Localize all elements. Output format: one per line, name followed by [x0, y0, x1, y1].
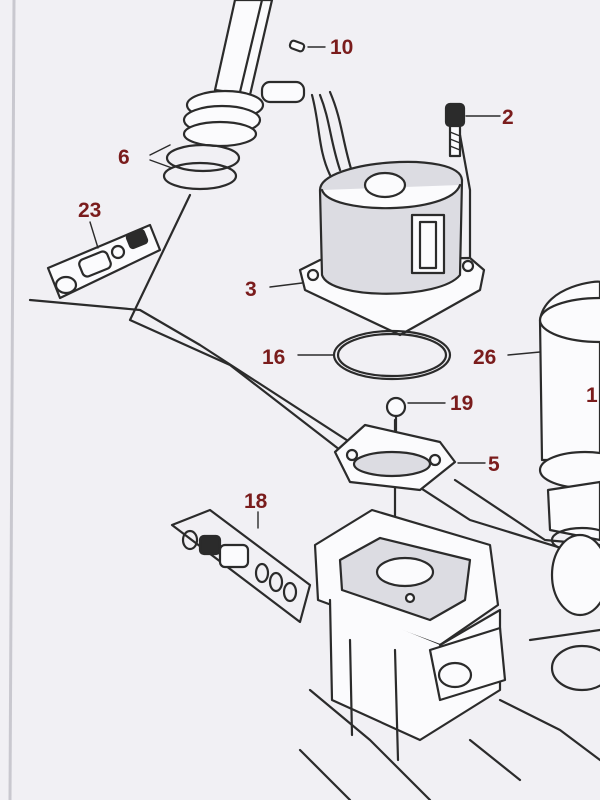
part-18-seal-kit — [170, 508, 312, 624]
part-label-26: 26 — [473, 346, 496, 369]
part-label-3: 3 — [245, 278, 257, 301]
part-label-18: 18 — [244, 490, 268, 513]
part-label-6: 6 — [118, 146, 130, 169]
part-2-bolt — [444, 102, 501, 158]
pump-housing — [298, 508, 600, 800]
part-26-cylinder — [507, 280, 600, 692]
part-label-1: 1 — [586, 384, 598, 407]
part-label-5: 5 — [488, 453, 500, 476]
part-number-labels: 10 2 6 23 3 16 26 19 5 18 1 — [78, 36, 598, 513]
part-3-motor-unit — [260, 80, 486, 337]
part-label-16: 16 — [262, 346, 285, 369]
part-label-2: 2 — [502, 106, 514, 129]
part-10-pin — [288, 39, 326, 53]
part-5-plate — [333, 423, 486, 492]
part-19-fitting — [385, 396, 446, 434]
part-label-19: 19 — [450, 392, 473, 415]
part-label-10: 10 — [330, 36, 353, 59]
part-23-valve — [46, 221, 162, 300]
part-16-o-ring — [297, 329, 452, 381]
part-6-o-rings — [149, 89, 265, 191]
part-label-23: 23 — [78, 199, 101, 222]
